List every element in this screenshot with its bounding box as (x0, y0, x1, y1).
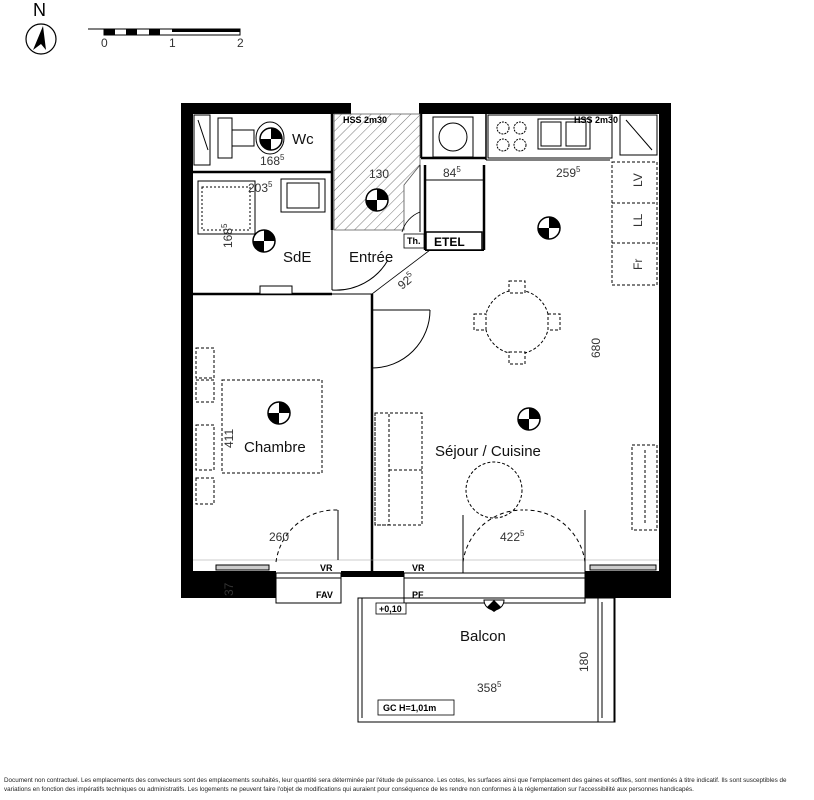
room-label-balcon: Balcon (460, 628, 506, 645)
sejour-light-icon (517, 407, 541, 431)
vr-left-label: VR (320, 563, 333, 573)
room-label-sejour: Séjour / Cuisine (435, 443, 541, 460)
dim-wc-width: 1685 (260, 153, 285, 168)
appliance-fr: Fr (631, 259, 645, 270)
gc-label: GC H=1,01m (383, 703, 436, 713)
dining-table-icon (473, 280, 561, 365)
entree-light-icon (365, 188, 389, 212)
hatched-duct-area (333, 113, 421, 231)
dim-wall-thickness: 37 (222, 582, 236, 596)
dim-chambre-depth: 411 (222, 429, 236, 448)
compass-label: N (33, 0, 46, 20)
dim-sejour-width: 4225 (500, 529, 525, 544)
sde-light-icon (252, 229, 276, 253)
north-arrow-icon (33, 26, 46, 50)
doors (331, 165, 431, 369)
sde-radiator-icon (259, 285, 293, 295)
dim-door-width: 925 (394, 269, 418, 292)
fav-label: FAV (316, 590, 333, 600)
kitchen-counter (487, 114, 613, 159)
exterior-walls (181, 103, 671, 598)
dim-etel-width: 845 (443, 165, 461, 180)
dim-balcon-depth: 180 (577, 652, 591, 672)
balcony (357, 597, 616, 723)
compass-circle-icon (25, 23, 57, 55)
vr-right-label: VR (412, 563, 425, 573)
compass: N (25, 0, 57, 55)
wc-light-icon (259, 127, 283, 151)
chambre-light-icon (267, 401, 291, 425)
disclaimer-text: Document non contractuel. Les emplacemen… (4, 777, 787, 793)
dim-entree-width: 130 (369, 167, 389, 181)
appliance-ll: LL (631, 213, 645, 227)
scale-tick-2: 2 (237, 36, 244, 50)
dim-sde-width: 2035 (248, 180, 273, 195)
outdoor-light-icon (483, 599, 505, 612)
scale-bar: 0 1 2 (88, 28, 244, 50)
room-label-wc: Wc (292, 131, 314, 148)
th-label: Th. (407, 236, 421, 246)
round-table-icon (465, 461, 523, 519)
dim-chambre-width: 260 (269, 530, 289, 544)
scale-tick-1: 1 (169, 36, 176, 50)
appliance-lv: LV (631, 173, 645, 187)
dim-balcon-width: 3585 (477, 680, 502, 695)
level-label: +0,10 (379, 604, 402, 614)
tv-unit-icon (631, 444, 658, 531)
room-label-sde: SdE (283, 249, 311, 266)
appliance-column (611, 161, 658, 286)
shower-tray-icon (197, 180, 256, 235)
dim-kitchen-width: 2595 (556, 165, 581, 180)
hss-right-label: HSS 2m30 (574, 115, 618, 125)
pf-label: PF (412, 590, 424, 600)
room-label-chambre: Chambre (244, 439, 306, 456)
scale-tick-0: 0 (101, 36, 108, 50)
room-label-entree: Entrée (349, 249, 393, 266)
etel-label: ETEL (434, 235, 465, 249)
cooktop-icon (496, 121, 527, 152)
dim-sde-depth: 1685 (220, 223, 235, 248)
kitchen-light-icon (537, 216, 561, 240)
boiler-circle-icon (438, 122, 468, 152)
dim-sejour-depth: 680 (589, 338, 603, 358)
hss-left-label: HSS 2m30 (343, 115, 387, 125)
sofa-icon (374, 412, 423, 526)
bed-icon (195, 347, 323, 505)
